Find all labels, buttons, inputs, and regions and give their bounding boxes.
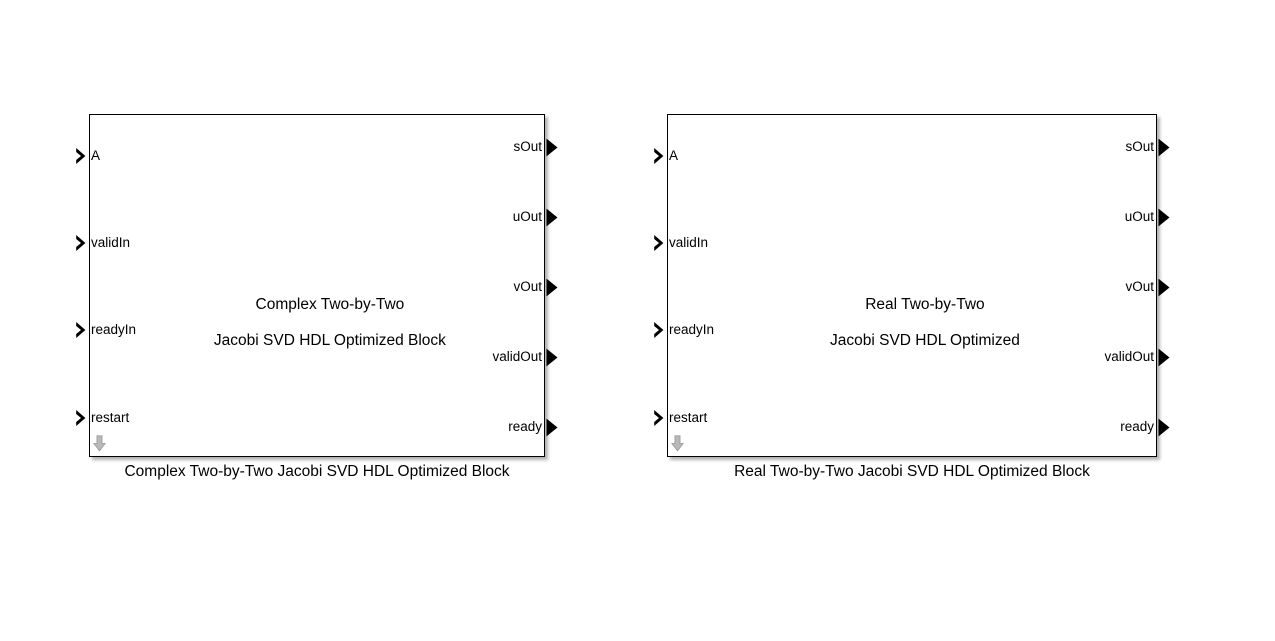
block-body[interactable] xyxy=(667,114,1157,457)
output-port-label: vOut xyxy=(1125,279,1154,294)
output-port-label: validOut xyxy=(492,349,542,364)
output-arrow-icon xyxy=(546,278,558,296)
input-port-readyin[interactable]: readyIn xyxy=(653,319,714,341)
output-arrow-icon xyxy=(546,418,558,436)
input-arrow-icon xyxy=(654,410,664,426)
input-port-validin[interactable]: validIn xyxy=(75,232,130,254)
input-port-label: validIn xyxy=(669,235,709,250)
down-arrow-icon[interactable] xyxy=(670,435,685,452)
input-arrow-icon xyxy=(654,235,664,251)
down-arrow-glyph xyxy=(670,435,685,452)
output-port-sout[interactable]: sOut xyxy=(513,136,559,158)
output-arrow-icon xyxy=(1158,278,1170,296)
input-port-label: restart xyxy=(669,410,708,425)
output-port-label: uOut xyxy=(512,209,542,224)
output-port-sout[interactable]: sOut xyxy=(1125,136,1171,158)
output-port-ready[interactable]: ready xyxy=(508,416,559,438)
input-arrow-icon xyxy=(76,148,86,164)
input-port-restart[interactable]: restart xyxy=(653,407,707,429)
output-port-label: ready xyxy=(508,419,542,434)
output-arrow-icon xyxy=(1158,138,1170,156)
input-arrow-icon xyxy=(76,410,86,426)
block-caption: Complex Two-by-Two Jacobi SVD HDL Optimi… xyxy=(124,463,510,480)
output-arrow-icon xyxy=(1158,208,1170,226)
block-body[interactable] xyxy=(89,114,545,457)
output-port-label: validOut xyxy=(1104,349,1154,364)
output-port-label: ready xyxy=(1120,419,1154,434)
output-arrow-icon xyxy=(1158,348,1170,366)
input-port-label: validIn xyxy=(91,235,131,250)
input-port-label: A xyxy=(669,148,679,163)
input-arrow-icon xyxy=(76,235,86,251)
output-port-label: sOut xyxy=(513,139,542,154)
input-port-label: readyIn xyxy=(91,322,137,337)
input-arrow-icon xyxy=(654,148,664,164)
output-port-label: vOut xyxy=(513,279,542,294)
output-port-ready[interactable]: ready xyxy=(1120,416,1171,438)
output-arrow-icon xyxy=(1158,418,1170,436)
input-port-label: readyIn xyxy=(669,322,715,337)
output-port-validout[interactable]: validOut xyxy=(1104,346,1171,368)
input-arrow-icon xyxy=(654,322,664,338)
block-complex-two-by-two-jacobi-svd[interactable]: Complex Two-by-Two Jacobi SVD HDL Optimi… xyxy=(76,114,558,480)
output-port-uout[interactable]: uOut xyxy=(1125,206,1171,228)
input-port-readyin[interactable]: readyIn xyxy=(75,319,136,341)
down-arrow-glyph xyxy=(92,435,107,452)
output-port-uout[interactable]: uOut xyxy=(513,206,559,228)
output-port-validout[interactable]: validOut xyxy=(492,346,559,368)
input-port-label: A xyxy=(91,148,101,163)
input-port-restart[interactable]: restart xyxy=(75,407,129,429)
block-caption: Real Two-by-Two Jacobi SVD HDL Optimized… xyxy=(734,463,1090,480)
input-port-label: restart xyxy=(91,410,130,425)
down-arrow-icon[interactable] xyxy=(92,435,107,452)
output-arrow-icon xyxy=(546,348,558,366)
output-arrow-icon xyxy=(546,138,558,156)
output-port-vout[interactable]: vOut xyxy=(1125,276,1171,298)
input-port-a[interactable]: A xyxy=(653,145,678,167)
output-arrow-icon xyxy=(546,208,558,226)
output-port-label: sOut xyxy=(1125,139,1154,154)
block-real-two-by-two-jacobi-svd[interactable]: Real Two-by-Two Jacobi SVD HDL Optimized… xyxy=(654,114,1170,480)
output-port-vout[interactable]: vOut xyxy=(513,276,559,298)
input-port-a[interactable]: A xyxy=(75,145,100,167)
input-port-validin[interactable]: validIn xyxy=(653,232,708,254)
input-arrow-icon xyxy=(76,322,86,338)
output-port-label: uOut xyxy=(1124,209,1154,224)
